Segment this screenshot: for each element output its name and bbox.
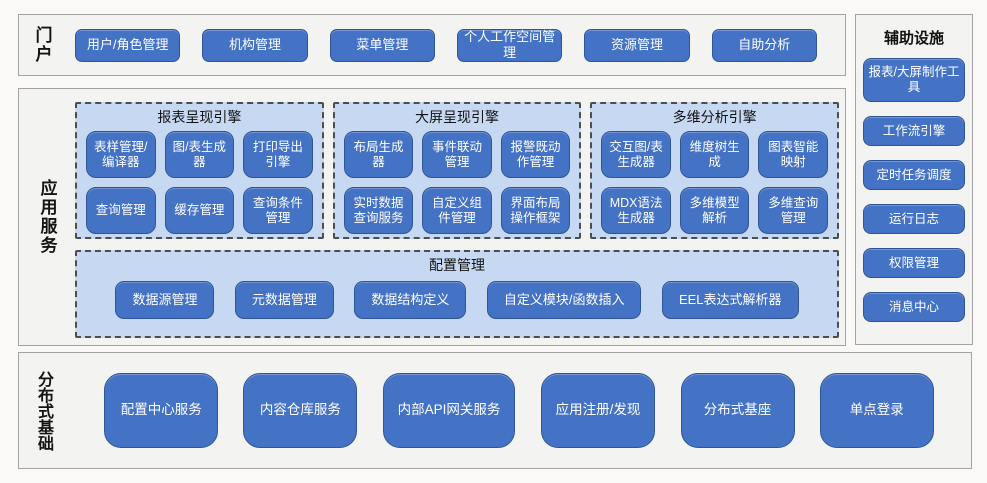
report-screen-authoring-tool-button[interactable]: 报表/大屏制作工具 xyxy=(863,58,965,102)
multidim-model-parse-button[interactable]: 多维模型解析 xyxy=(679,187,750,234)
report-engine-group: 报表呈现引擎 表样管理/编译器 图/表生成器 打印导出引擎 查询管理 缓存管理 … xyxy=(75,102,324,239)
olap-engine-group-title: 多维分析引擎 xyxy=(672,109,757,125)
scheduled-task-button[interactable]: 定时任务调度 xyxy=(863,160,965,190)
workflow-engine-button[interactable]: 工作流引擎 xyxy=(863,116,965,146)
config-mgmt-group-title: 配置管理 xyxy=(429,257,485,273)
auxiliary-section-label: 辅助设施 xyxy=(883,30,944,47)
layout-generator-button[interactable]: 布局生成器 xyxy=(343,131,414,178)
report-style-mgmt-compiler-button[interactable]: 表样管理/编译器 xyxy=(86,131,156,178)
app-register-discovery-button[interactable]: 应用注册/发现 xyxy=(540,373,656,448)
distributed-base-button[interactable]: 分布式基座 xyxy=(680,373,795,448)
config-center-service-button[interactable]: 配置中心服务 xyxy=(104,373,219,448)
content-repo-service-button[interactable]: 内容仓库服务 xyxy=(243,373,358,448)
realtime-data-query-button[interactable]: 实时数据查询服务 xyxy=(343,187,414,234)
engine-groups-row: 报表呈现引擎 表样管理/编译器 图/表生成器 打印导出引擎 查询管理 缓存管理 … xyxy=(75,102,840,239)
single-sign-on-button[interactable]: 单点登录 xyxy=(819,373,934,448)
cache-mgmt-button[interactable]: 缓存管理 xyxy=(164,187,235,234)
mdx-syntax-generator-button[interactable]: MDX语法生成器 xyxy=(601,187,671,234)
message-center-button[interactable]: 消息中心 xyxy=(863,292,965,322)
interactive-chart-generator-button[interactable]: 交互图/表生成器 xyxy=(601,131,671,178)
portal-button-row: 用户/角色管理 机构管理 菜单管理 个人工作空间管理 资源管理 自助分析 xyxy=(65,15,845,75)
app-services-section-label: 应用服务 xyxy=(37,179,57,255)
custom-component-mgmt-button[interactable]: 自定义组件管理 xyxy=(422,187,492,234)
distributed-button-row: 配置中心服务 内容仓库服务 内部API网关服务 应用注册/发现 分布式基座 单点… xyxy=(67,353,971,468)
dimension-tree-button[interactable]: 维度树生成 xyxy=(679,131,750,178)
eel-expression-parser-button[interactable]: EEL表达式解析器 xyxy=(661,281,799,319)
report-engine-group-title: 报表呈现引擎 xyxy=(157,109,242,125)
data-structure-definition-button[interactable]: 数据结构定义 xyxy=(354,281,467,319)
screen-engine-group-title: 大屏呈现引擎 xyxy=(415,109,499,125)
section-distributed-base: 分布式基础 配置中心服务 内容仓库服务 内部API网关服务 应用注册/发现 分布… xyxy=(18,352,972,469)
org-mgmt-button[interactable]: 机构管理 xyxy=(202,28,308,62)
portal-section-label: 门户 xyxy=(32,26,52,64)
menu-mgmt-button[interactable]: 菜单管理 xyxy=(329,28,435,62)
config-mgmt-group: 配置管理 数据源管理 元数据管理 数据结构定义 自定义模块/函数插入 EEL表达… xyxy=(75,250,839,338)
section-app-services: 应用服务 报表呈现引擎 表样管理/编译器 图/表生成器 打印导出引擎 查询管理 … xyxy=(18,88,846,346)
screen-engine-group: 大屏呈现引擎 布局生成器 事件联动管理 报警既动作管理 实时数据查询服务 自定义… xyxy=(332,102,582,239)
resource-mgmt-button[interactable]: 资源管理 xyxy=(584,28,690,62)
multidim-query-mgmt-button[interactable]: 多维查询管理 xyxy=(758,187,828,234)
distributed-section-label: 分布式基础 xyxy=(35,370,52,451)
run-log-button[interactable]: 运行日志 xyxy=(863,204,965,234)
alarm-action-mgmt-button[interactable]: 报警既动作管理 xyxy=(500,131,571,178)
chart-table-generator-button[interactable]: 图/表生成器 xyxy=(164,131,235,178)
auxiliary-button-column: 报表/大屏制作工具 工作流引擎 定时任务调度 运行日志 权限管理 消息中心 xyxy=(863,58,965,322)
custom-module-function-insert-button[interactable]: 自定义模块/函数插入 xyxy=(486,281,642,319)
query-mgmt-button[interactable]: 查询管理 xyxy=(86,187,156,234)
permission-mgmt-button[interactable]: 权限管理 xyxy=(863,248,965,278)
datasource-mgmt-button[interactable]: 数据源管理 xyxy=(115,281,215,319)
section-auxiliary: 辅助设施 报表/大屏制作工具 工作流引擎 定时任务调度 运行日志 权限管理 消息… xyxy=(855,14,973,345)
print-export-engine-button[interactable]: 打印导出引擎 xyxy=(243,131,313,178)
self-service-analysis-button[interactable]: 自助分析 xyxy=(711,28,817,62)
user-role-mgmt-button[interactable]: 用户/角色管理 xyxy=(75,28,181,62)
ui-layout-framework-button[interactable]: 界面布局操作框架 xyxy=(500,187,571,234)
olap-engine-group: 多维分析引擎 交互图/表生成器 维度树生成 图表智能映射 MDX语法生成器 多维… xyxy=(590,102,840,239)
personal-workspace-mgmt-button[interactable]: 个人工作空间管理 xyxy=(456,28,563,62)
metadata-mgmt-button[interactable]: 元数据管理 xyxy=(234,281,334,319)
event-linkage-mgmt-button[interactable]: 事件联动管理 xyxy=(422,131,492,178)
chart-smart-mapping-button[interactable]: 图表智能映射 xyxy=(758,131,828,178)
query-condition-mgmt-button[interactable]: 查询条件管理 xyxy=(243,187,313,234)
internal-api-gateway-button[interactable]: 内部API网关服务 xyxy=(382,373,516,448)
app-services-groups: 报表呈现引擎 表样管理/编译器 图/表生成器 打印导出引擎 查询管理 缓存管理 … xyxy=(75,102,840,338)
section-portal: 门户 用户/角色管理 机构管理 菜单管理 个人工作空间管理 资源管理 自助分析 xyxy=(18,14,846,76)
